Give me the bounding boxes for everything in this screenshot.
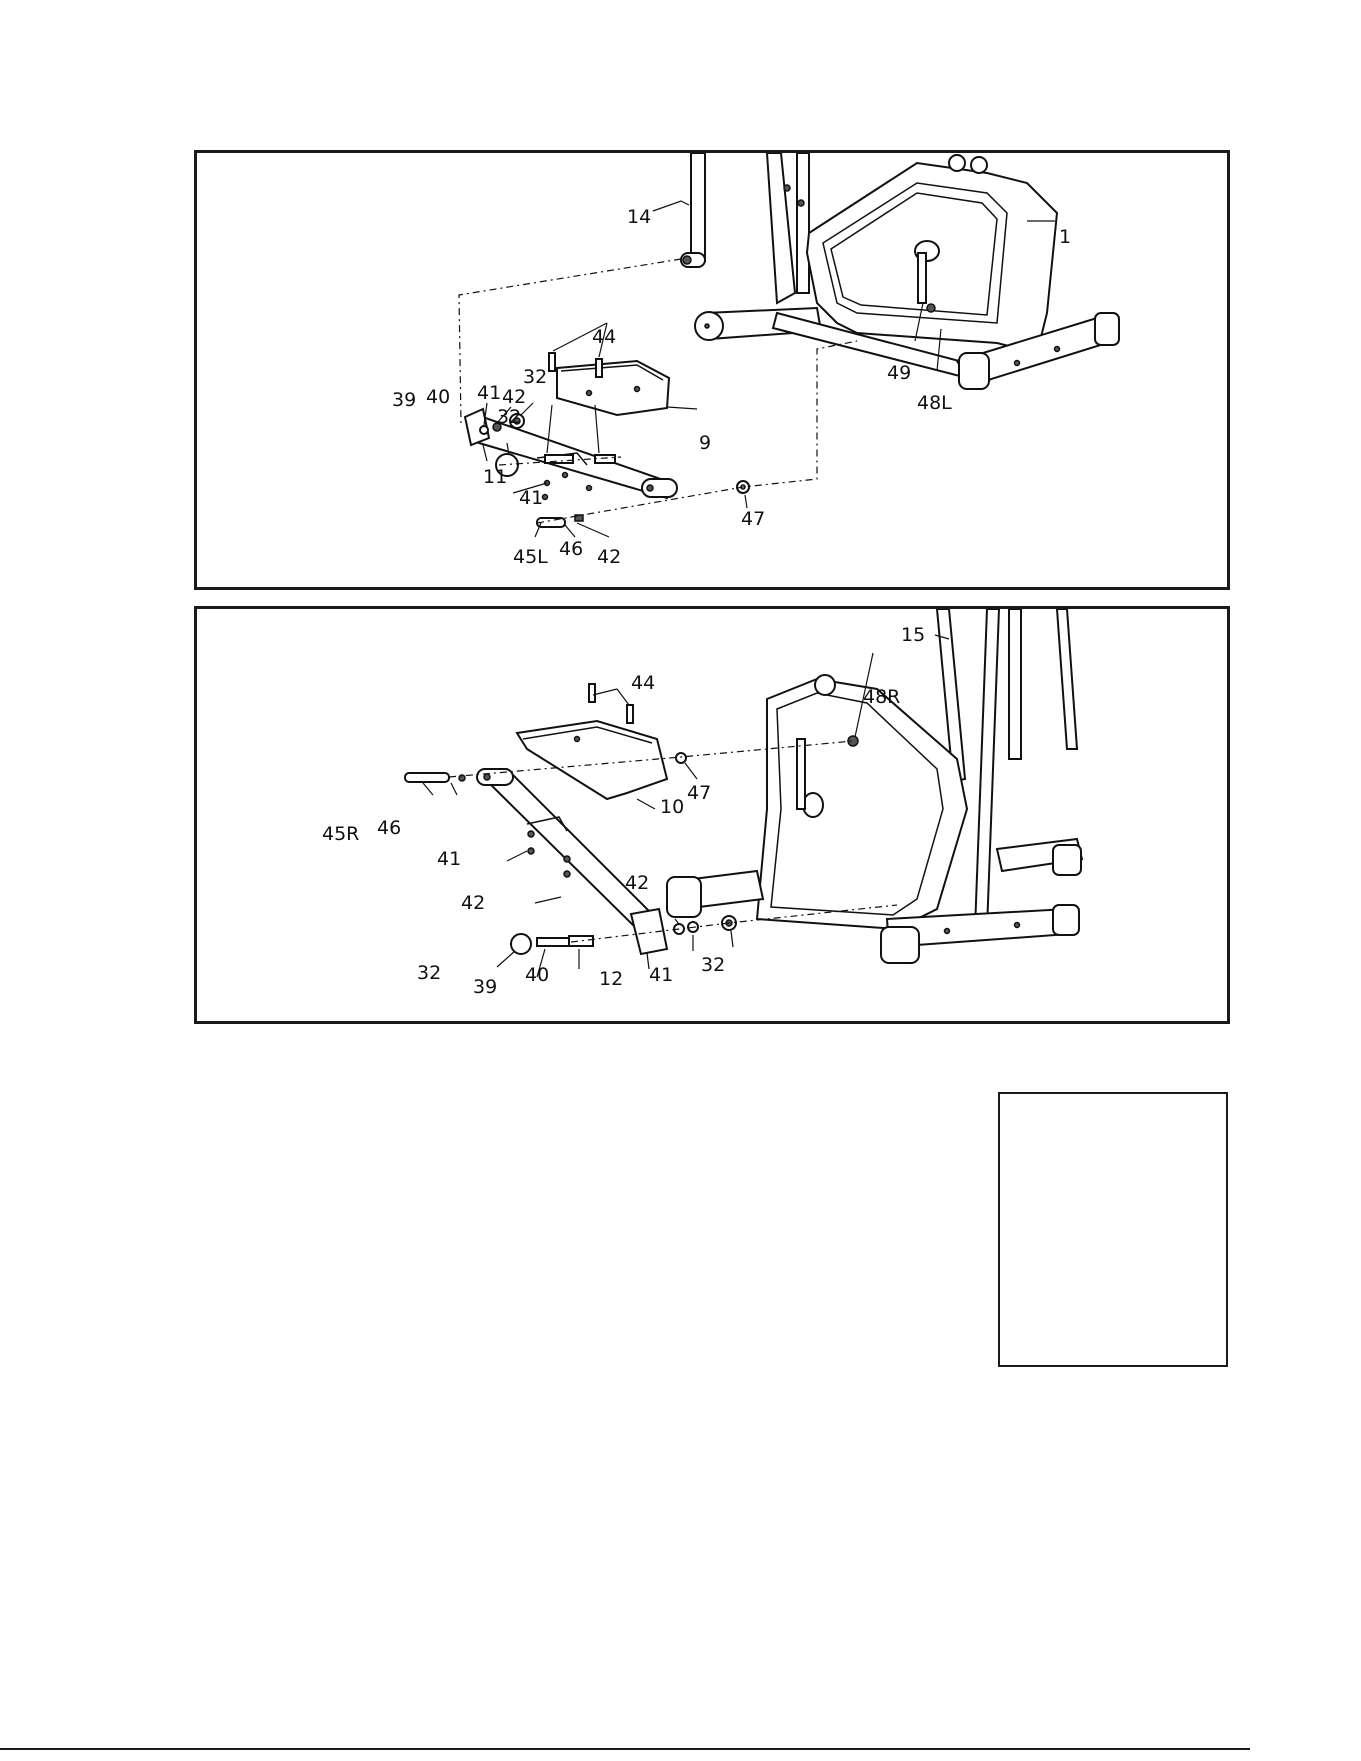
- sleeve-40: [595, 455, 615, 463]
- label-32: 32: [701, 954, 725, 976]
- label-15: 15: [901, 624, 925, 646]
- part-pedal-10: [517, 721, 667, 799]
- label-44: 44: [631, 672, 655, 694]
- label-42: 42: [597, 546, 621, 568]
- diagram-panel-left-pedal: 14 1 44 32 41 42 32 39 40 9 11 41 47 49 …: [194, 150, 1230, 590]
- label-48R: 48R: [863, 686, 900, 708]
- label-14: 14: [627, 206, 651, 228]
- label-39: 39: [392, 389, 416, 411]
- label-41: 41: [649, 964, 673, 986]
- part-handlebar-14: [681, 153, 705, 267]
- diagram-panel-right-pedal: 15 44 48R 47 10 45R 46 41 42 42 32 39 40…: [194, 606, 1230, 1024]
- part-frame-1: [695, 153, 1119, 389]
- footer-rule: [0, 1748, 1250, 1750]
- label-48L: 48L: [917, 392, 952, 414]
- part-pedal-arm-12: [477, 769, 667, 954]
- label-32: 32: [417, 962, 441, 984]
- label-41: 41: [519, 487, 543, 509]
- label-47: 47: [741, 508, 765, 530]
- label-41: 41: [437, 848, 461, 870]
- part-pedal-9: [557, 361, 669, 415]
- label-49: 49: [887, 362, 911, 384]
- label-46: 46: [377, 817, 401, 839]
- label-47: 47: [687, 782, 711, 804]
- screw-44b: [627, 705, 633, 723]
- label-46: 46: [559, 538, 583, 560]
- label-40: 40: [426, 386, 450, 408]
- screw-44b: [596, 359, 602, 377]
- end-cap-32a: [511, 934, 531, 954]
- note-box: [998, 1092, 1228, 1367]
- label-45L: 45L: [513, 546, 548, 568]
- label-1: 1: [1059, 226, 1071, 248]
- bolt-39: [545, 455, 573, 463]
- label-11: 11: [483, 466, 507, 488]
- screw-44a: [549, 353, 555, 371]
- label-42: 42: [502, 386, 526, 408]
- label-9: 9: [699, 432, 711, 454]
- label-44: 44: [592, 326, 616, 348]
- left-pedal-exploded-view: 14 1 44 32 41 42 32 39 40 9 11 41 47 49 …: [197, 153, 1233, 593]
- bolt-39: [537, 938, 569, 946]
- label-32: 32: [497, 406, 521, 428]
- label-10: 10: [660, 796, 684, 818]
- label-32: 32: [523, 366, 547, 388]
- bolt-45R: [405, 773, 449, 782]
- label-45R: 45R: [322, 823, 359, 845]
- screw-44a: [589, 684, 595, 702]
- sleeve-40: [569, 936, 593, 946]
- label-41: 41: [477, 382, 501, 404]
- label-12: 12: [599, 968, 623, 990]
- right-pedal-exploded-view: 15 44 48R 47 10 45R 46 41 42 42 32 39 40…: [197, 609, 1233, 1027]
- label-40: 40: [525, 964, 549, 986]
- label-39: 39: [473, 976, 497, 998]
- label-42: 42: [625, 872, 649, 894]
- label-42: 42: [461, 892, 485, 914]
